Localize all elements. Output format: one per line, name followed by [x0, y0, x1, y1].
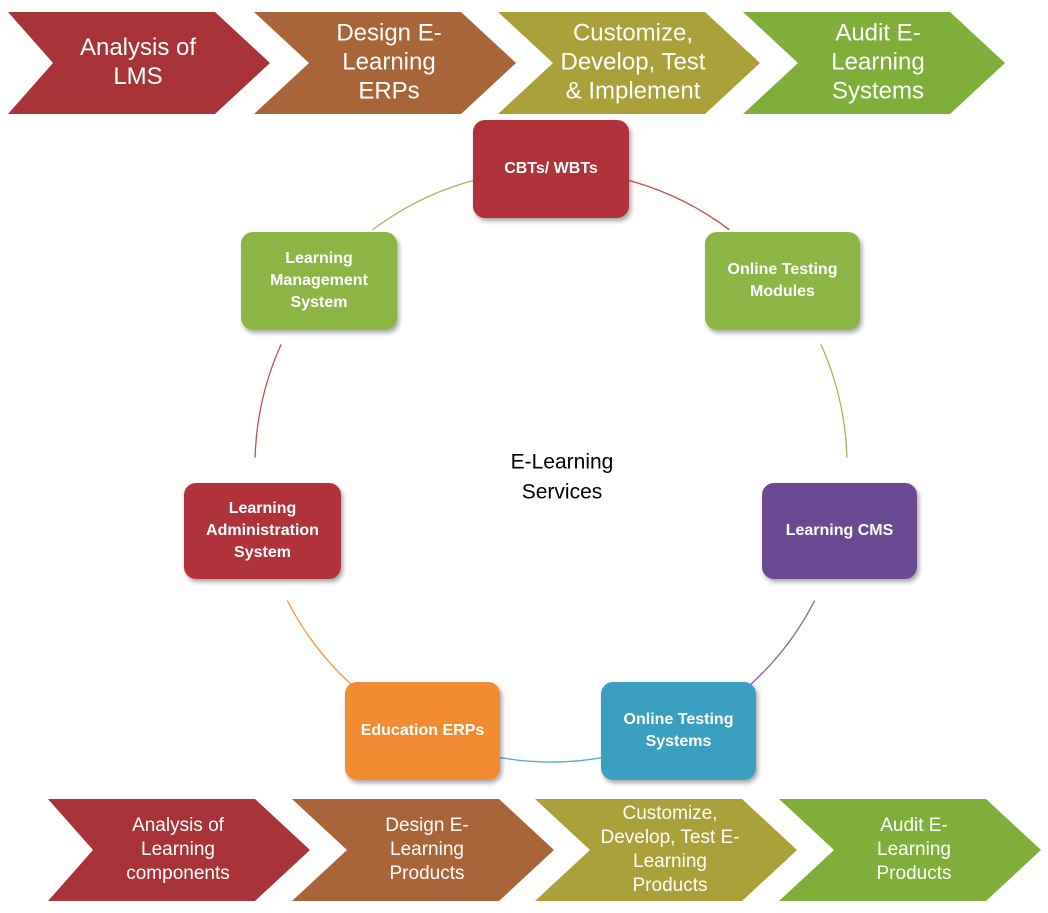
text-line: System	[291, 294, 348, 311]
text-line: ERPs	[358, 77, 419, 104]
text-line: Systems	[832, 77, 924, 104]
node-box	[473, 120, 629, 218]
node-cbt: CBTs/ WBTs	[473, 120, 629, 218]
node-box	[241, 232, 397, 330]
node-label: Learning CMS	[786, 522, 894, 539]
node-label: CBTs/ WBTs	[504, 160, 598, 177]
text-line: Customize,	[622, 803, 717, 824]
text-line: Learning	[877, 839, 951, 860]
text-line: Online Testing	[624, 711, 734, 728]
text-line: Learning	[342, 48, 435, 75]
text-line: Administration	[206, 522, 319, 539]
text-line: CBTs/ WBTs	[504, 160, 598, 177]
text-line: Learning	[831, 48, 924, 75]
connector-arc	[372, 178, 478, 231]
node-box	[601, 682, 756, 780]
node-education-erps: Education ERPs	[345, 682, 500, 780]
connector-arc	[820, 343, 848, 458]
text-line: Design E-	[385, 815, 468, 836]
node-learning-cms: Learning CMS	[762, 483, 917, 579]
text-line: Learning	[141, 839, 215, 860]
text-line: Services	[522, 481, 603, 504]
chevron-shape	[48, 799, 310, 901]
text-line: Modules	[750, 283, 815, 300]
text-line: & Implement	[566, 77, 701, 104]
bottom_steps-step-1: Analysis of Learning components	[48, 799, 310, 901]
text-line: Education ERPs	[361, 722, 485, 739]
text-line: Learning	[229, 500, 297, 517]
chevron-shape	[779, 799, 1041, 901]
connector-arc	[740, 600, 816, 694]
chevron-shape	[535, 799, 797, 901]
chevron-shape	[498, 12, 760, 114]
text-line: Design E-	[336, 19, 441, 46]
text-line: Analysis of	[80, 34, 196, 61]
text-line: Online Testing	[728, 261, 838, 278]
text-line: Products	[633, 875, 708, 896]
connector-arc	[624, 178, 730, 231]
chevron-label: Analysis of Learning components	[126, 815, 230, 884]
node-box	[345, 682, 500, 780]
top_steps-step-3: Customize,Develop, Test& Implement	[498, 12, 760, 114]
text-line: Systems	[646, 733, 712, 750]
connector-arc	[491, 755, 610, 763]
chevron-shape	[743, 12, 1005, 114]
node-label: Education ERPs	[361, 722, 485, 739]
text-line: Products	[390, 863, 465, 884]
text-line: Management	[270, 272, 368, 289]
text-line: Audit E-	[880, 815, 948, 836]
bottom-process-steps: Analysis of Learning components Design E- Le…	[48, 799, 1041, 901]
connector-arc	[286, 600, 361, 693]
node-box	[762, 483, 917, 579]
text-line: E-Learning	[511, 451, 614, 474]
text-line: components	[126, 863, 230, 884]
text-line: Learning	[633, 851, 707, 872]
text-line: Products	[877, 863, 952, 884]
text-line: LMS	[113, 63, 162, 90]
chevron-shape	[8, 12, 270, 114]
text-line: Learning	[285, 250, 353, 267]
chevron-shape	[254, 12, 516, 114]
text-line: Audit E-	[835, 19, 920, 46]
text-line: Learning	[390, 839, 464, 860]
text-line: System	[234, 544, 291, 561]
node-box	[705, 232, 860, 330]
text-line: Learning CMS	[786, 522, 894, 539]
connector-arc	[254, 344, 282, 458]
node-box	[184, 483, 341, 579]
chevron-label: Customize,Develop, Test& Implement	[561, 19, 706, 104]
chevron-shape	[292, 799, 554, 901]
text-line: Develop, Test	[561, 48, 706, 75]
text-line: Analysis of	[132, 815, 225, 836]
text-line: Develop, Test E-	[600, 827, 739, 848]
text-line: Customize,	[573, 19, 693, 46]
